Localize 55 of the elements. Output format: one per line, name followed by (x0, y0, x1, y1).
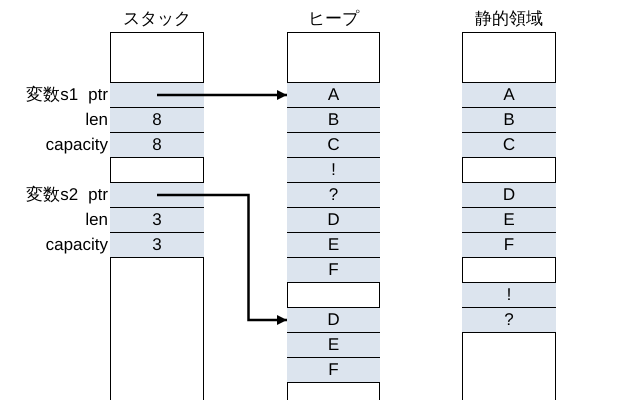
memory-cell (287, 332, 380, 358)
cell-value: F (328, 359, 339, 381)
memory-cell (287, 82, 380, 108)
cell-value: 8 (152, 109, 162, 131)
cell-value: 3 (152, 234, 162, 256)
column-title: スタック (123, 8, 191, 30)
memory-cell (462, 207, 556, 233)
memory-cell (287, 157, 380, 183)
field-label: len (85, 109, 108, 131)
cell-value: C (502, 134, 516, 156)
arrow (157, 90, 287, 100)
memory-cell (287, 357, 380, 383)
cell-value: F (504, 234, 514, 256)
field-label: len (85, 209, 108, 231)
memory-cell (287, 132, 380, 158)
cell-value: E (328, 334, 340, 356)
memory-cell (462, 132, 556, 158)
cell-value: ? (504, 309, 514, 331)
variable-label: 変数s2 (26, 184, 78, 206)
field-label: ptr (88, 184, 108, 206)
memory-cell (462, 307, 556, 333)
field-label: ptr (88, 84, 108, 106)
cell-value: D (327, 209, 340, 231)
cell-value: D (502, 184, 516, 206)
memory-cell (462, 182, 556, 208)
memory-cell (287, 107, 380, 133)
cell-value: F (328, 259, 339, 281)
variable-label: 変数s1 (26, 84, 78, 106)
cell-value: E (503, 209, 515, 231)
column-title: 静的領域 (475, 8, 543, 30)
memory-cell (287, 207, 380, 233)
cell-value: ! (506, 284, 512, 306)
column-title: ヒープ (308, 8, 359, 30)
field-label: capacity (46, 234, 108, 256)
cell-value: B (328, 109, 340, 131)
memory-cell (462, 82, 556, 108)
cell-value: 3 (152, 209, 162, 231)
cell-value: C (327, 134, 340, 156)
cell-value: D (327, 309, 340, 331)
cell-value: 8 (152, 134, 162, 156)
memory-cell (462, 107, 556, 133)
memory-cell (462, 232, 556, 258)
cell-value: ! (331, 159, 336, 181)
memory-cell (287, 182, 380, 208)
memory-cell (287, 257, 380, 283)
memory-cell (287, 232, 380, 258)
cell-value: A (328, 84, 340, 106)
cell-value: B (503, 109, 515, 131)
arrow (157, 194, 287, 325)
field-label: capacity (46, 134, 108, 156)
cell-value: A (503, 84, 515, 106)
memory-cell (287, 307, 380, 333)
memory-cell (462, 282, 556, 308)
cell-value: ? (328, 184, 338, 206)
cell-value: E (328, 234, 340, 256)
